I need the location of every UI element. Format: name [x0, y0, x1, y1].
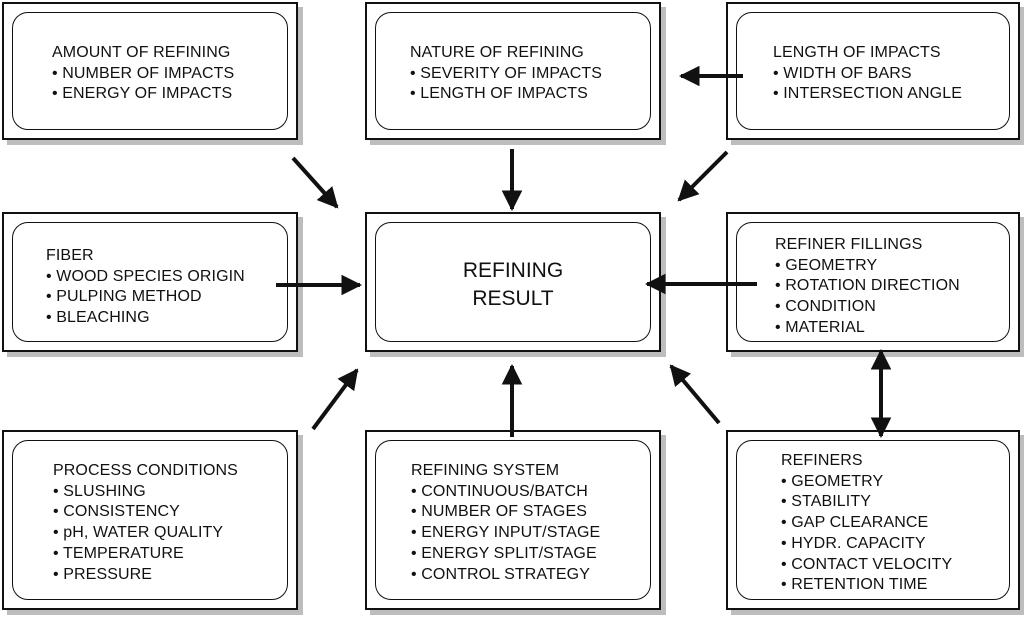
- node-fiber-item-2: • PULPING METHOD: [46, 288, 202, 306]
- node-process-conditions-item-5: • PRESSURE: [53, 565, 153, 583]
- node-refiners-title: REFINERS: [781, 452, 863, 469]
- node-process-conditions-item-3: • pH, WATER QUALITY: [53, 524, 224, 542]
- node-refining-result-line-2: RESULT: [472, 287, 554, 310]
- node-refining-system-item-1: • CONTINUOUS/BATCH: [411, 482, 588, 500]
- node-refining-system-item-2: • NUMBER OF STAGES: [411, 503, 588, 521]
- node-refiners: REFINERS • GEOMETRY • STABILITY • GAP CL…: [726, 430, 1020, 610]
- node-nature-of-refining: NATURE OF REFINING • SEVERITY OF IMPACTS…: [365, 2, 661, 140]
- node-refiners-item-5: • CONTACT VELOCITY: [781, 555, 953, 573]
- node-process-conditions-frame: [12, 440, 288, 600]
- node-fiber-title: FIBER: [46, 247, 94, 264]
- arrow-process-to-result: [311, 368, 359, 431]
- node-refiner-fillings-item-3: • CONDITION: [775, 298, 876, 316]
- node-fiber-item-1: • WOOD SPECIES ORIGIN: [46, 267, 245, 285]
- node-process-conditions-title: PROCESS CONDITIONS: [53, 462, 238, 479]
- node-process-conditions-item-2: • CONSISTENCY: [53, 503, 180, 521]
- node-refiners-item-1: • GEOMETRY: [781, 472, 884, 490]
- node-fiber-item-3: • BLEACHING: [46, 309, 150, 327]
- node-nature-of-refining-title: NATURE OF REFINING: [410, 44, 584, 61]
- arrow-refiners-to-result: [669, 364, 721, 425]
- node-process-conditions: PROCESS CONDITIONS • SLUSHING • CONSISTE…: [2, 430, 298, 610]
- arrow-length-to-result: [677, 150, 729, 202]
- node-nature-of-refining-item-1: • SEVERITY OF IMPACTS: [410, 64, 603, 82]
- arrow-amount-to-result: [291, 156, 339, 209]
- node-refining-system-frame: [375, 440, 651, 600]
- node-refiner-fillings-item-1: • GEOMETRY: [775, 256, 878, 274]
- node-amount-of-refining-item-2: • ENERGY OF IMPACTS: [52, 85, 233, 103]
- node-refiners-frame: [736, 440, 1010, 600]
- node-nature-of-refining-item-2: • LENGTH OF IMPACTS: [410, 85, 588, 103]
- node-amount-of-refining: AMOUNT OF REFINING • NUMBER OF IMPACTS •…: [2, 2, 298, 140]
- node-process-conditions-item-1: • SLUSHING: [53, 482, 146, 500]
- node-refining-system-item-3: • ENERGY INPUT/STAGE: [411, 524, 601, 542]
- node-refining-system-item-4: • ENERGY SPLIT/STAGE: [411, 544, 597, 562]
- node-refiners-item-2: • STABILITY: [781, 493, 871, 511]
- node-length-of-impacts-item-2: • INTERSECTION ANGLE: [773, 85, 962, 103]
- node-refiner-fillings-title: REFINER FILLINGS: [775, 236, 923, 253]
- node-amount-of-refining-item-1: • NUMBER OF IMPACTS: [52, 64, 235, 82]
- node-refiner-fillings-item-4: • MATERIAL: [775, 318, 865, 336]
- node-length-of-impacts-frame: [736, 12, 1010, 130]
- node-refining-result-line-1: REFINING: [462, 259, 564, 282]
- node-refiner-fillings-item-2: • ROTATION DIRECTION: [775, 277, 960, 295]
- node-amount-of-refining-frame: [12, 12, 288, 130]
- node-amount-of-refining-title: AMOUNT OF REFINING: [52, 44, 231, 61]
- node-refiners-item-4: • HYDR. CAPACITY: [781, 534, 926, 552]
- node-length-of-impacts-item-1: • WIDTH OF BARS: [773, 64, 912, 82]
- node-refining-system-item-5: • CONTROL STRATEGY: [411, 565, 590, 583]
- node-length-of-impacts: LENGTH OF IMPACTS • WIDTH OF BARS • INTE…: [726, 2, 1020, 140]
- node-refining-system: REFINING SYSTEM • CONTINUOUS/BATCH • NUM…: [365, 430, 661, 610]
- node-refiners-item-6: • RETENTION TIME: [781, 576, 928, 594]
- node-process-conditions-item-4: • TEMPERATURE: [53, 544, 184, 562]
- node-refiner-fillings: REFINER FILLINGS • GEOMETRY • ROTATION D…: [726, 212, 1020, 352]
- node-fiber: FIBER • WOOD SPECIES ORIGIN • PULPING ME…: [2, 212, 298, 352]
- node-nature-of-refining-frame: [375, 12, 651, 130]
- node-fiber-frame: [12, 222, 288, 342]
- node-refining-system-title: REFINING SYSTEM: [411, 462, 560, 479]
- node-refining-result: REFINING RESULT: [365, 212, 661, 352]
- node-refiners-item-3: • GAP CLEARANCE: [781, 514, 929, 532]
- node-length-of-impacts-title: LENGTH OF IMPACTS: [773, 44, 941, 61]
